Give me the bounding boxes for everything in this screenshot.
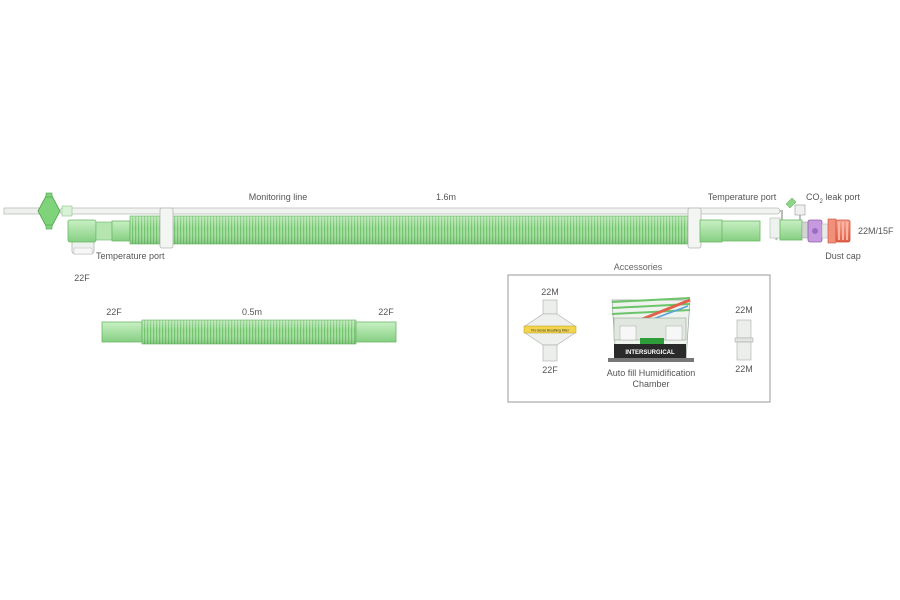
adapter-top-label: 22M [735, 305, 753, 315]
filter-top-label: 22M [541, 287, 559, 297]
dust-cap-label: Dust cap [825, 251, 861, 261]
connector-adapter: 22M 22M [734, 305, 754, 374]
breathing-filter: Pro-Sense Breathing Filter 22M 22F [523, 287, 577, 375]
filter-bottom-label: 22F [542, 365, 558, 375]
inline-filter-icon [37, 192, 61, 230]
left-connector-assembly [67, 219, 131, 255]
co2-leak-port-icon [785, 197, 806, 222]
connector-left-label: 22F [74, 273, 90, 283]
adapter-bottom-label: 22M [735, 364, 753, 374]
connector-right-label: 22M/15F [858, 226, 894, 236]
dust-cap [827, 218, 851, 244]
temperature-port-left-label: Temperature port [96, 251, 165, 261]
chamber-label-line2: Chamber [632, 379, 669, 389]
left-connector-cuff [67, 219, 97, 243]
main-circuit: Monitoring line 1.6m Temperature port CO… [3, 192, 894, 283]
temperature-port-right-label: Temperature port [708, 192, 777, 202]
accessories-panel: Accessories Pro-Sense Breathing Filter 2… [507, 262, 771, 403]
short-tube-right-label: 22F [378, 307, 394, 317]
temperature-port-right [769, 217, 781, 239]
filter-band [523, 325, 577, 334]
monitoring-line-connector [61, 205, 73, 217]
tube-clip-right [687, 207, 702, 249]
humidification-chamber: INTERSURGICAL Auto fill Humidification C… [607, 297, 696, 389]
accessories-heading: Accessories [614, 262, 663, 272]
short-tube-assembly: 22F 0.5m 22F [101, 307, 397, 345]
short-tube-left-label: 22F [106, 307, 122, 317]
chamber-label-line1: Auto fill Humidification [607, 368, 696, 378]
main-tube-length-label: 1.6m [436, 192, 456, 202]
co2-leak-port-label: CO2 leak port [806, 192, 860, 205]
filter-band-label: Pro-Sense Breathing Filter [531, 329, 569, 333]
short-tube-length-label: 0.5m [242, 307, 262, 317]
tube-clip-left [159, 207, 174, 249]
chamber-brand-label: INTERSURGICAL [625, 350, 675, 356]
monitoring-line-label: Monitoring line [249, 192, 308, 202]
